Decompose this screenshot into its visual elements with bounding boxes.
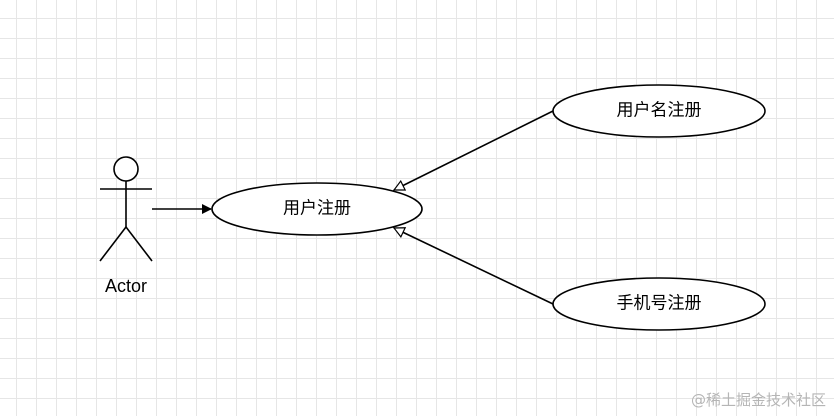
use-case-username-ellipse[interactable] (552, 84, 766, 138)
watermark-text: @稀土掘金技术社区 (690, 391, 826, 409)
actor-right-leg (125, 226, 153, 262)
generalization-arrow-username[interactable] (394, 110, 554, 191)
actor-label: Actor (104, 276, 148, 296)
actor-head (113, 156, 139, 182)
use-case-phone-label: 手机号注册 (616, 293, 702, 314)
use-case-phone-ellipse[interactable] (552, 277, 766, 331)
use-case-main-ellipse[interactable] (211, 182, 423, 236)
use-case-username-label: 用户名注册 (616, 100, 702, 121)
actor-left-leg (99, 226, 127, 262)
actor-figure[interactable] (99, 156, 153, 262)
use-case-main-label: 用户注册 (283, 198, 351, 219)
generalization-arrow-phone[interactable] (394, 228, 554, 305)
